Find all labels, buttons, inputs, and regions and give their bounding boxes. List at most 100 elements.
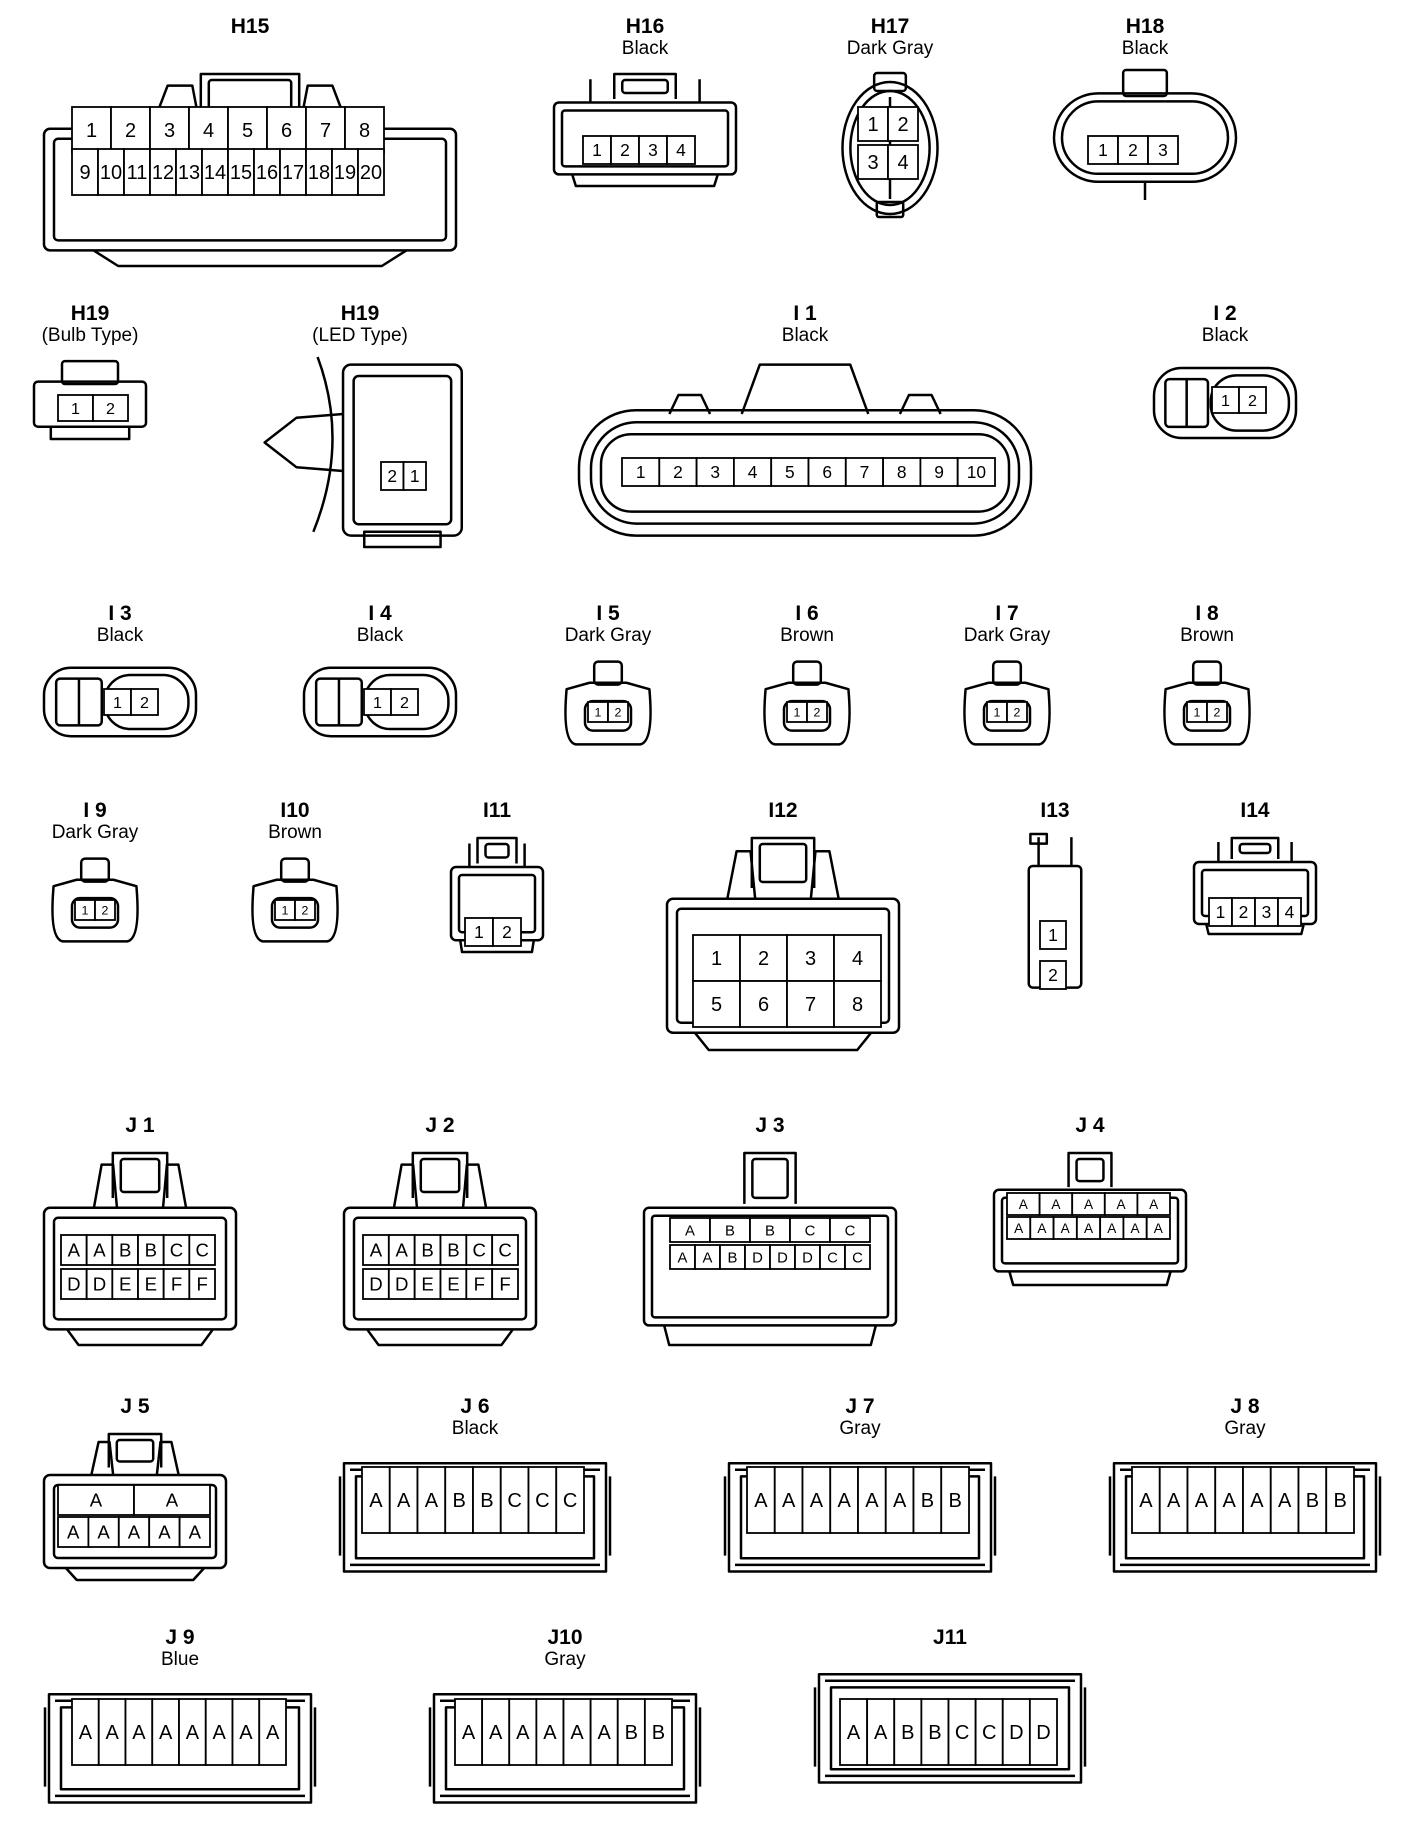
- terminal-label: A: [874, 1722, 888, 1744]
- terminal-cell: [692, 934, 741, 982]
- terminal-label: A: [1117, 1197, 1127, 1212]
- terminal-cell: [669, 1244, 696, 1270]
- terminal-label: 2: [400, 694, 409, 712]
- terminal-label: 2: [106, 400, 115, 418]
- terminal-cell: [148, 1516, 181, 1548]
- terminal-label: D: [777, 1250, 788, 1266]
- terminal-cell: [71, 106, 112, 154]
- terminal-label: 2: [1214, 705, 1221, 719]
- terminal-label: B: [625, 1722, 638, 1744]
- terminal-label: C: [845, 1223, 856, 1239]
- terminal-label: D: [369, 1274, 382, 1295]
- terminal-label: A: [105, 1722, 119, 1744]
- terminal-cell: [361, 1466, 391, 1534]
- terminal-label: A: [425, 1490, 439, 1512]
- terminal-cell: [491, 1234, 519, 1266]
- terminal-cell: [940, 1466, 970, 1534]
- terminal-label: E: [421, 1274, 433, 1295]
- terminal-cell: [1001, 1698, 1031, 1766]
- terminal-label: A: [1131, 1221, 1141, 1236]
- terminal-label: A: [1278, 1490, 1292, 1512]
- terminal-label: 1: [82, 903, 89, 917]
- connector-id: I 4: [368, 602, 392, 625]
- terminal-cell: [857, 106, 889, 142]
- connector-color: Black: [781, 325, 829, 346]
- terminal-label: A: [1037, 1221, 1047, 1236]
- connector-id: J10: [547, 1626, 583, 1649]
- terminal-cell: [57, 1516, 90, 1548]
- terminal-cell: [362, 1268, 390, 1300]
- terminal-label: 1: [794, 705, 801, 719]
- connector-color: Brown: [1180, 625, 1234, 646]
- terminal-label: 11: [127, 162, 148, 184]
- connector-id: H15: [230, 15, 270, 38]
- connector-housing: [32, 359, 148, 441]
- connector-housing: [342, 1151, 538, 1347]
- terminal-label: 20: [360, 162, 382, 184]
- terminal-label: A: [93, 1240, 106, 1261]
- connector-caption: I13: [1010, 800, 1100, 821]
- terminal-label: 2: [897, 114, 908, 136]
- terminal-cell: [465, 1268, 494, 1300]
- terminal-cell: [589, 1698, 619, 1766]
- terminal-label: B: [480, 1490, 493, 1512]
- terminal-label: 8: [852, 994, 863, 1016]
- terminal-label: E: [145, 1274, 157, 1295]
- terminal-cell: [492, 917, 522, 947]
- terminal-label: 1: [282, 903, 289, 917]
- terminal-label: A: [90, 1490, 103, 1511]
- terminal-cell: [912, 1466, 943, 1534]
- connector-id: J 9: [165, 1626, 195, 1649]
- connector-housing: [1152, 366, 1298, 440]
- terminal-label: 7: [320, 120, 331, 142]
- terminal-cell: [857, 144, 889, 180]
- terminal-label: 13: [178, 162, 200, 184]
- terminal-cell: [956, 457, 996, 487]
- terminal-cell: [444, 1466, 474, 1534]
- terminal-cell: [472, 1466, 502, 1534]
- terminal-label: 5: [242, 120, 253, 142]
- terminal-cell: [786, 980, 835, 1028]
- terminal-cell: [658, 457, 698, 487]
- terminal-cell: [357, 148, 385, 196]
- terminal-label: 4: [852, 948, 863, 970]
- terminal-cell: [582, 135, 612, 165]
- terminal-cell: [794, 1244, 821, 1270]
- terminal-label: 1: [994, 705, 1001, 719]
- terminal-cell: [806, 701, 828, 723]
- terminal-cell: [749, 1217, 791, 1243]
- terminal-label: 1: [1194, 705, 1201, 719]
- terminal-label: 6: [822, 462, 832, 482]
- terminal-label: A: [266, 1722, 280, 1744]
- terminal-cell: [71, 1698, 100, 1766]
- connector-housing: [251, 857, 339, 943]
- terminal-label: 3: [1262, 902, 1272, 922]
- terminal-label: 2: [615, 705, 622, 719]
- terminal-label: A: [1019, 1197, 1029, 1212]
- terminal-label: 3: [1158, 140, 1168, 160]
- terminal-cell: [666, 135, 696, 165]
- terminal-label: C: [563, 1490, 577, 1512]
- terminal-cell: [694, 1244, 721, 1270]
- connector-id: I 8: [1195, 602, 1219, 625]
